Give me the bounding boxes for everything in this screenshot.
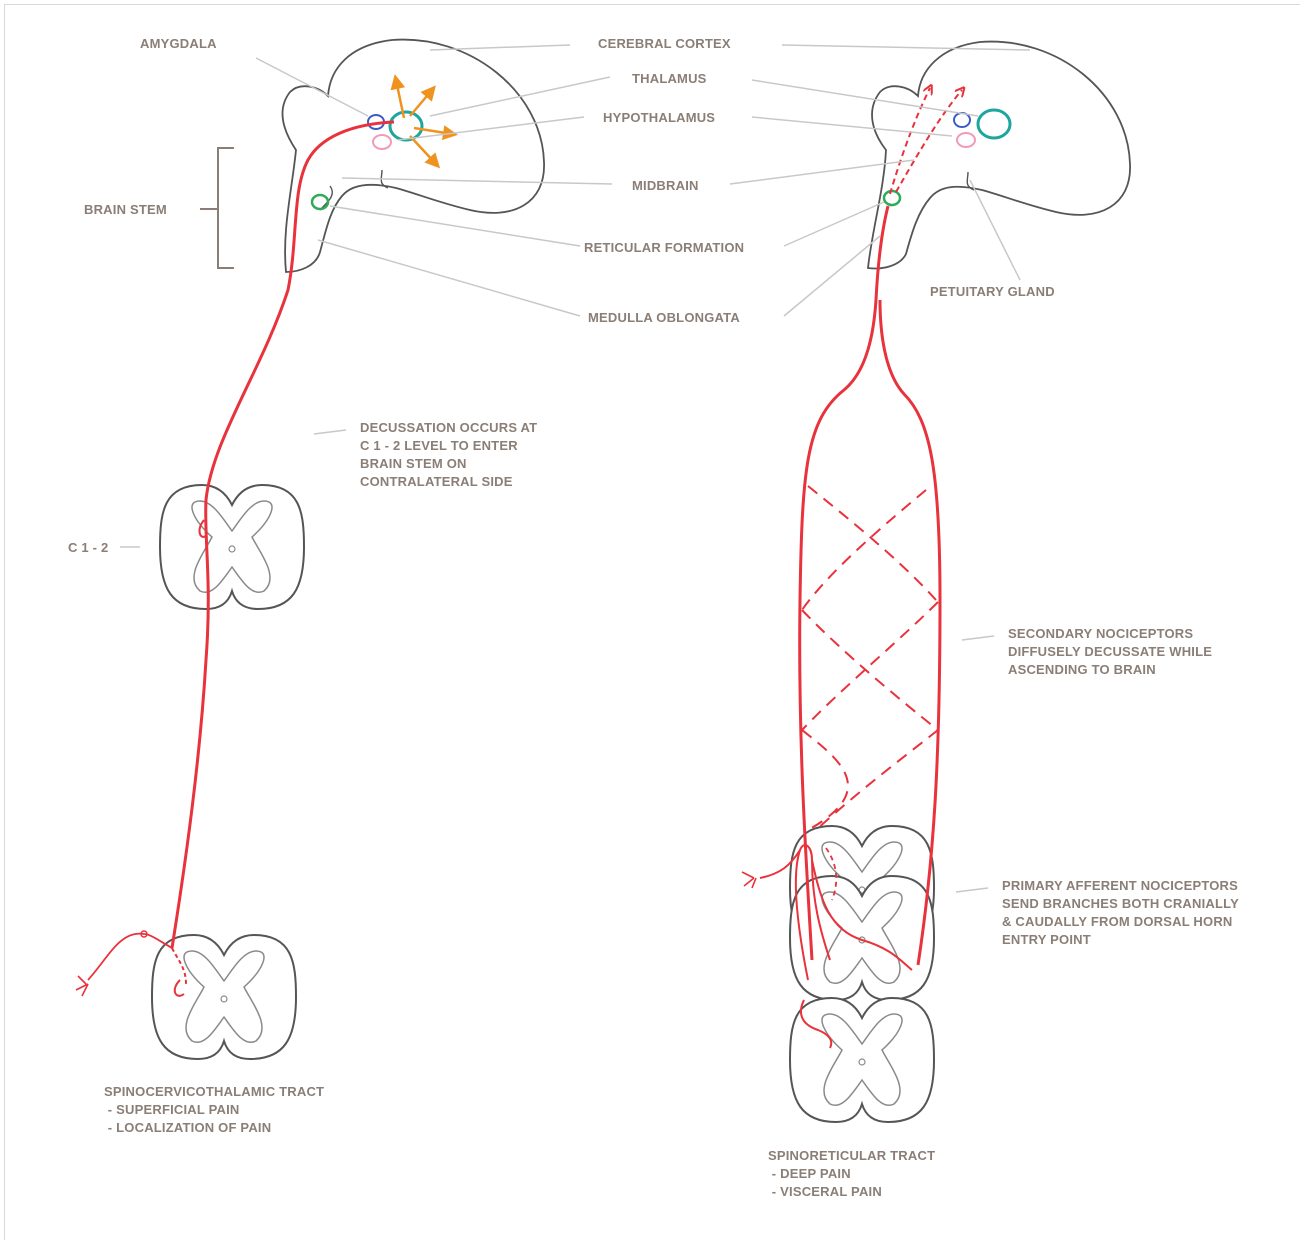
label-primary-4: ENTRY POINT: [1002, 932, 1091, 947]
label-amygdala: AMYGDALA: [140, 36, 217, 51]
label-primary-3: & CAUDALLY FROM DORSAL HORN: [1002, 914, 1233, 929]
spinal-cord-c12: [160, 485, 304, 609]
label-brain-stem: BRAIN STEM: [84, 202, 167, 217]
label-spinocervico-title: SPINOCERVICOTHALAMIC TRACT: [104, 1084, 324, 1099]
label-c12: C 1 - 2: [68, 540, 108, 555]
label-thalamus: THALAMUS: [632, 71, 707, 86]
spinal-cord-left-lower: [152, 935, 296, 1059]
label-spinocervico-item-1: - SUPERFICIAL PAIN: [104, 1102, 240, 1117]
label-pituitary-gland: PETUITARY GLAND: [930, 284, 1055, 299]
label-cerebral-cortex: CEREBRAL CORTEX: [598, 36, 731, 51]
label-secondary-2: DIFFUSELY DECUSSATE WHILE: [1008, 644, 1212, 659]
right-brain: [868, 42, 1130, 269]
label-decussation-2: C 1 - 2 LEVEL TO ENTER: [360, 438, 518, 453]
left-brain: [283, 40, 545, 272]
label-decussation-4: CONTRALATERAL SIDE: [360, 474, 513, 489]
brain-stem-bracket: [200, 148, 234, 268]
label-midbrain: MIDBRAIN: [632, 178, 699, 193]
label-decussation-3: BRAIN STEM ON: [360, 456, 467, 471]
label-spinocervico-item-2: - LOCALIZATION OF PAIN: [104, 1120, 271, 1135]
label-secondary-3: ASCENDING TO BRAIN: [1008, 662, 1156, 677]
label-hypothalamus: HYPOTHALAMUS: [603, 110, 715, 125]
label-decussation-1: DECUSSATION OCCURS AT: [360, 420, 537, 435]
label-primary-2: SEND BRANCHES BOTH CRANIALLY: [1002, 896, 1239, 911]
label-medulla-oblongata: MEDULLA OBLONGATA: [588, 310, 740, 325]
label-reticular-formation: RETICULAR FORMATION: [584, 240, 744, 255]
label-spinoreticular-item-1: - DEEP PAIN: [768, 1166, 851, 1181]
right-cerebral-cortex-outline: [868, 42, 1130, 269]
label-primary-1: PRIMARY AFFERENT NOCICEPTORS: [1002, 878, 1238, 893]
label-spinoreticular-title: SPINORETICULAR TRACT: [768, 1148, 935, 1163]
label-spinoreticular-item-2: - VISCERAL PAIN: [768, 1184, 882, 1199]
label-secondary-1: SECONDARY NOCICEPTORS: [1008, 626, 1193, 641]
left-cerebral-cortex-outline: [283, 40, 545, 272]
spinal-cord-right-bottom: [790, 998, 934, 1122]
